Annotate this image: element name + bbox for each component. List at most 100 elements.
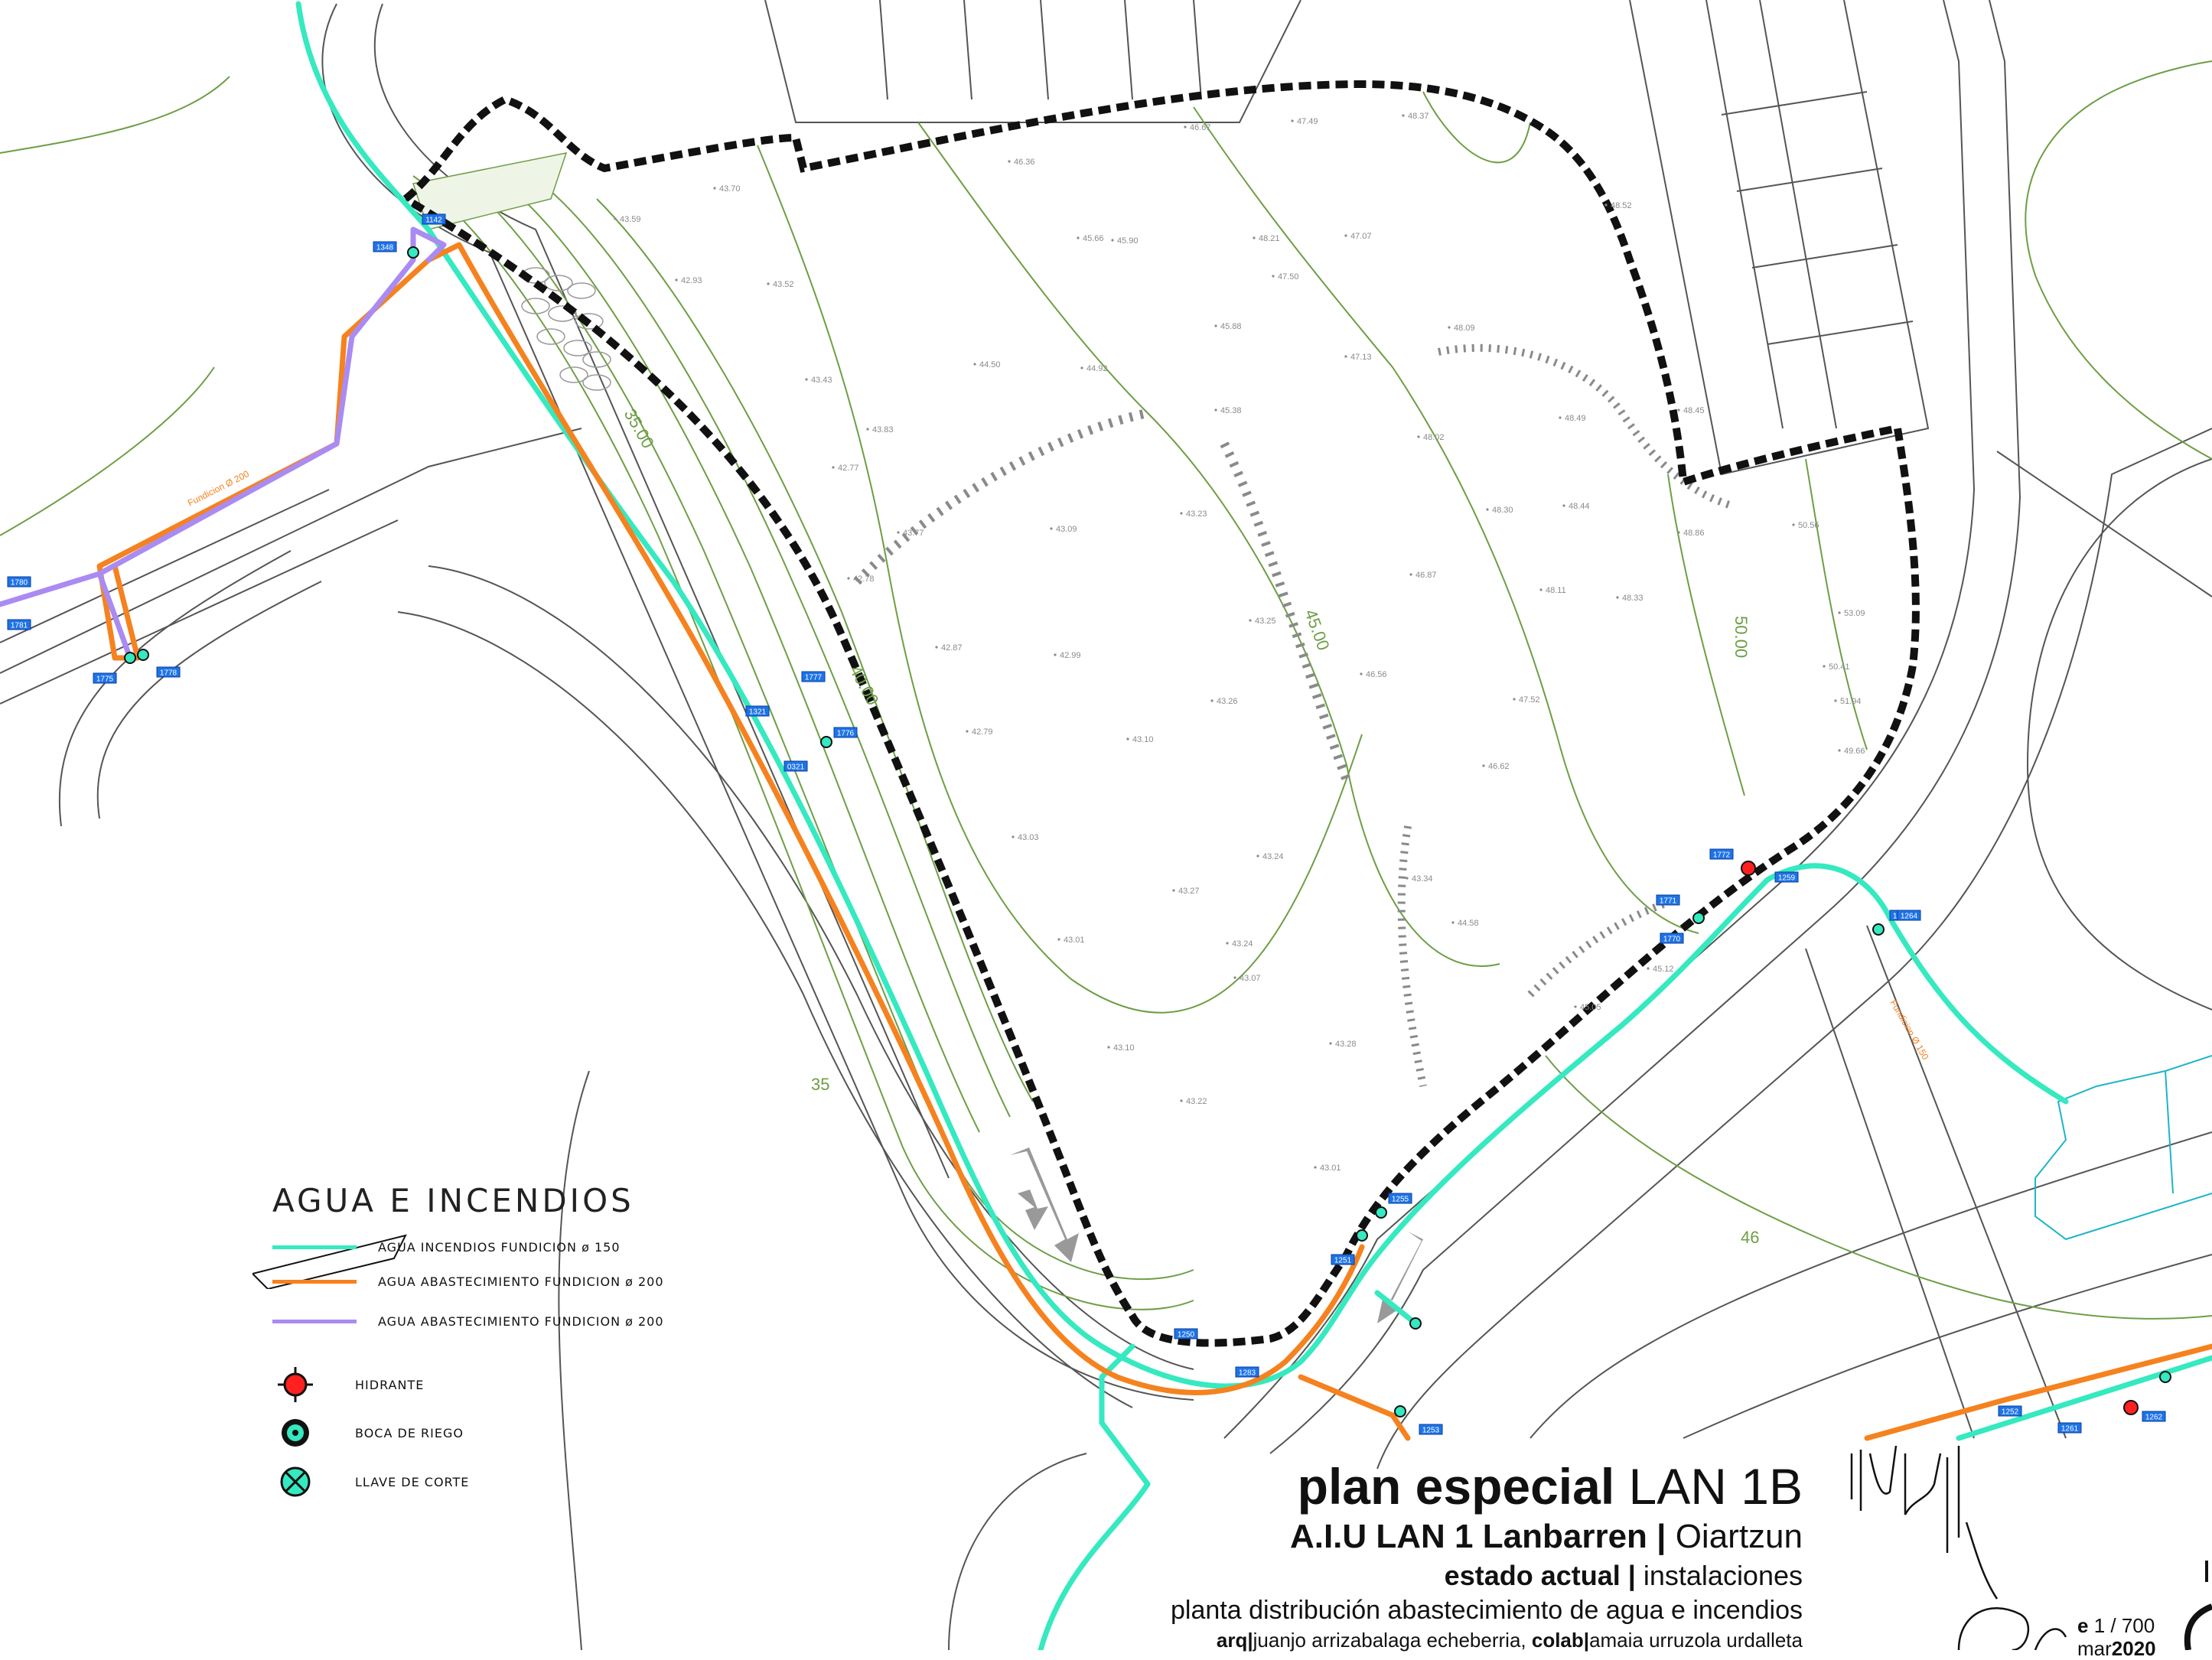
spot-height-dot bbox=[832, 466, 835, 469]
spot-height-dot bbox=[1291, 119, 1294, 122]
node-tag-label: 0321 bbox=[787, 763, 805, 772]
spot-height-label: 44.50 bbox=[979, 360, 1001, 369]
credits-arq-value: juanjo arrizabalaga echeberria bbox=[1253, 1629, 1521, 1652]
node-tag: 1775 bbox=[93, 672, 117, 684]
spot-height-dot bbox=[1823, 665, 1826, 668]
node-tag-label: 1283 bbox=[1239, 1369, 1256, 1378]
map-legend: AGUA E INCENDIOS AGUA INCENDIOS FUNDICIO… bbox=[252, 1182, 689, 1503]
spot-height-dot bbox=[1513, 698, 1516, 701]
supply-orange-branch bbox=[112, 563, 141, 661]
spot-height-dot bbox=[1792, 523, 1795, 526]
legend-label: LLAVE DE CORTE bbox=[355, 1474, 470, 1489]
spot-height-label: 46.56 bbox=[1366, 670, 1387, 679]
logo-dot bbox=[2205, 1561, 2208, 1582]
embankment-slopes bbox=[853, 343, 1731, 1087]
legend-item-supply-orange: AGUA ABASTECIMIENTO FUNDICION ø 200 bbox=[272, 1266, 664, 1297]
node-tag-label: 1776 bbox=[837, 730, 855, 738]
spot-height-dot bbox=[1574, 1005, 1577, 1008]
node-tag-label: 1252 bbox=[2002, 1408, 2019, 1417]
node-tag-label: 1261 bbox=[2061, 1425, 2079, 1434]
node-tag-label: 1777 bbox=[805, 674, 823, 682]
credits-colab-label: colab bbox=[1531, 1629, 1584, 1652]
irrigation-outlet-icon bbox=[282, 1419, 309, 1447]
legend-swatch bbox=[272, 1319, 357, 1323]
subtitle-sep: | bbox=[1657, 1518, 1666, 1555]
spot-height-dot bbox=[1111, 239, 1114, 242]
spot-height-label: 42.87 bbox=[941, 643, 963, 653]
legend-item-fire-pipe: AGUA INCENDIOS FUNDICION ø 150 bbox=[272, 1232, 621, 1262]
spot-height-label: 43.25 bbox=[1255, 617, 1276, 626]
spot-height-dot bbox=[1180, 1099, 1183, 1102]
spot-height-dot bbox=[1834, 699, 1837, 702]
spot-height-dot bbox=[1417, 435, 1420, 438]
spot-height-label: 48.33 bbox=[1622, 594, 1644, 603]
legend-item-irrigation: BOCA DE RIEGO bbox=[272, 1418, 464, 1448]
legend-label: HIDRANTE bbox=[355, 1377, 425, 1392]
node-tag: 1142 bbox=[422, 213, 446, 225]
scale-block: e 1 / 700 mar2020 bbox=[2077, 1614, 2156, 1660]
node-tag-label: 1348 bbox=[376, 244, 394, 252]
spot-height-label: 45.12 bbox=[1653, 965, 1674, 974]
spot-height-dot bbox=[1184, 125, 1187, 129]
contour-label: 45.00 bbox=[1301, 607, 1333, 653]
node-tag-label: 1780 bbox=[11, 579, 28, 588]
spot-height-label: 45.05 bbox=[1580, 1003, 1601, 1012]
spot-height-dot bbox=[1233, 976, 1236, 979]
node-tag: 1777 bbox=[801, 671, 826, 682]
spot-height-dot bbox=[1172, 889, 1175, 892]
legend-swatch bbox=[272, 1245, 357, 1249]
spot-height-dot bbox=[1107, 1046, 1110, 1049]
subtitle-light: Oiartzun bbox=[1675, 1518, 1803, 1555]
spot-height-label: 43.23 bbox=[1186, 509, 1207, 519]
spot-height-label: 45.38 bbox=[1220, 406, 1242, 415]
spot-height-dot bbox=[805, 378, 808, 381]
node-tag-label: 1771 bbox=[1660, 897, 1677, 906]
spot-height-dot bbox=[1077, 236, 1080, 239]
spot-height-label: 50.41 bbox=[1829, 662, 1850, 672]
node-tag-label: 1253 bbox=[1422, 1427, 1440, 1435]
terrain-contours bbox=[0, 60, 2212, 1320]
spot-height-dot bbox=[1451, 921, 1455, 924]
sheet-credits: arq|juanjo arrizabalaga echeberria, cola… bbox=[1216, 1629, 1803, 1652]
legend-item-hydrant: HIDRANTE bbox=[272, 1367, 425, 1402]
spot-height-dot bbox=[1214, 324, 1217, 327]
legend-swatch bbox=[272, 1279, 357, 1284]
subtitle-bold: A.I.U LAN 1 Lanbarren bbox=[1289, 1518, 1647, 1555]
fire-branch-corner bbox=[1956, 1355, 2212, 1441]
spot-height-dot bbox=[866, 428, 869, 431]
title-bold: plan especial bbox=[1297, 1458, 1615, 1515]
spot-height-label: 48.44 bbox=[1569, 502, 1590, 511]
spot-height-dot bbox=[713, 187, 716, 190]
spot-height-dot bbox=[1482, 764, 1485, 767]
node-tag: 1255 bbox=[1388, 1193, 1412, 1204]
spot-height-label: 43.07 bbox=[1240, 974, 1261, 983]
spot-height-dot bbox=[1050, 527, 1053, 530]
scale-value: 1 / 700 bbox=[2093, 1614, 2155, 1637]
spot-height-dot bbox=[1838, 611, 1841, 614]
spot-height-label: 48.11 bbox=[1546, 586, 1566, 595]
spot-height-dot bbox=[935, 646, 938, 649]
node-tag-label: 1264 bbox=[1901, 913, 1918, 921]
spot-height-dot bbox=[973, 363, 976, 366]
node-tag-label: 1259 bbox=[1778, 874, 1796, 883]
spot-height-label: 46.36 bbox=[1014, 158, 1035, 167]
contour-label: 35.00 bbox=[621, 405, 658, 451]
spot-height-label: 46.67 bbox=[1190, 123, 1211, 132]
spot-height-label: 48.45 bbox=[1683, 406, 1705, 415]
credits-arq-label: arq bbox=[1216, 1629, 1248, 1652]
spot-height-label: 47.07 bbox=[1350, 232, 1372, 241]
spot-height-label: 42.77 bbox=[838, 464, 859, 473]
spot-height-dot bbox=[1329, 1042, 1332, 1045]
spot-height-label: 53.09 bbox=[1844, 609, 1865, 618]
spot-height-label: 48.02 bbox=[1423, 433, 1445, 442]
spot-height-label: 42.99 bbox=[1060, 651, 1081, 660]
spot-height-label: 48.30 bbox=[1492, 506, 1513, 515]
supply-orange-corner bbox=[1864, 1343, 2212, 1441]
spot-height-label: 43.22 bbox=[1186, 1097, 1207, 1106]
legend-title: AGUA E INCENDIOS bbox=[272, 1182, 634, 1219]
spot-height-label: 51.94 bbox=[1840, 697, 1862, 706]
spot-height-label: 47.50 bbox=[1278, 272, 1299, 282]
node-tag-label: 1250 bbox=[1178, 1331, 1195, 1339]
scale-prefix: e bbox=[2077, 1614, 2089, 1637]
